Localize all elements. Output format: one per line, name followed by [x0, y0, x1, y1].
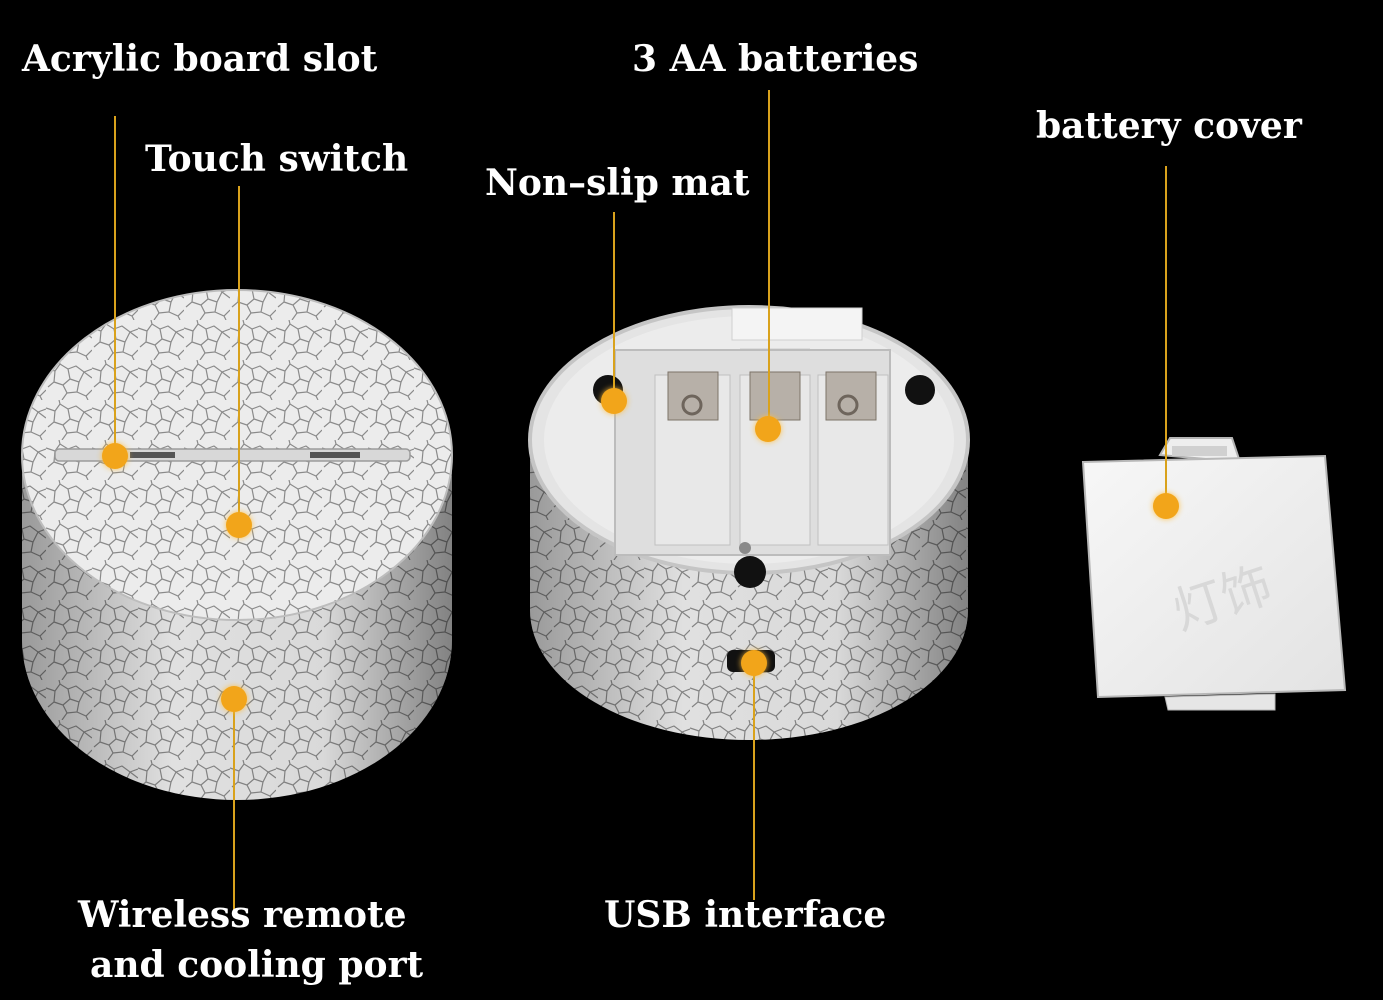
left-lamp-base [21, 289, 453, 800]
leader-touch-switch [238, 186, 240, 524]
battery-cover-part: 灯饰 [1081, 437, 1347, 711]
callout-dot-icon [1153, 493, 1179, 519]
middle-lamp-base [528, 305, 970, 740]
label-wireless-remote-line1: Wireless remote [78, 894, 407, 936]
leader-non-slip-mat [613, 212, 615, 400]
callout-dot-icon [741, 650, 767, 676]
callout-dot-icon [755, 416, 781, 442]
leader-battery-cover [1165, 166, 1167, 506]
callout-dot-icon [601, 388, 627, 414]
leader-batteries [768, 90, 770, 428]
leader-usb [753, 662, 755, 900]
label-usb-interface: USB interface [604, 894, 887, 936]
label-wireless-remote-line2: and cooling port [90, 944, 424, 986]
callout-dot-icon [221, 686, 247, 712]
leader-acrylic-slot [114, 116, 116, 456]
label-wireless-remote: Wireless remote and cooling port [78, 890, 423, 990]
callout-dot-icon [226, 512, 252, 538]
leader-wireless-remote [233, 700, 235, 910]
label-touch-switch: Touch switch [145, 138, 409, 180]
label-3-aa-batteries: 3 AA batteries [632, 38, 919, 80]
label-acrylic-board-slot: Acrylic board slot [22, 38, 378, 80]
label-battery-cover: battery cover [1036, 105, 1302, 147]
label-non-slip-mat: Non–slip mat [485, 162, 750, 204]
callout-dot-icon [102, 443, 128, 469]
